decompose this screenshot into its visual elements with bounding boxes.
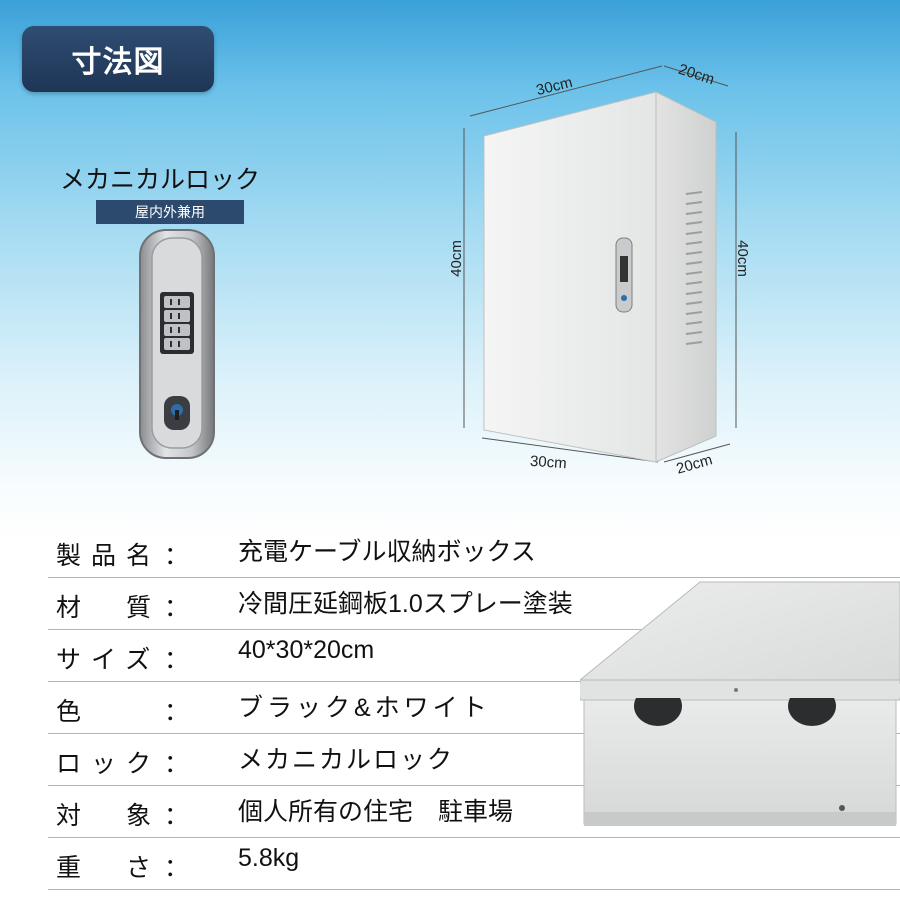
- spec-value: 充電ケーブル収納ボックス: [238, 538, 536, 566]
- spec-colon: ：: [164, 801, 190, 830]
- combination-lock-icon: [139, 229, 215, 459]
- spec-row-color: 色 ： ブラック&ホワイト: [48, 682, 900, 734]
- dim-right-height: 40cm: [733, 240, 751, 277]
- spec-label: 対 象: [56, 801, 162, 830]
- spec-row-size: サイズ ： 40*30*20cm: [48, 630, 900, 682]
- spec-row-material: 材 質 ： 冷間圧延鋼板1.0スプレー塗装: [48, 578, 900, 630]
- spec-colon: ：: [164, 697, 190, 726]
- spec-value: ブラック&ホワイト: [238, 694, 491, 722]
- spec-value: 個人所有の住宅 駐車場: [238, 798, 514, 826]
- spec-row-name: 製品名 ： 充電ケーブル収納ボックス: [48, 526, 900, 578]
- spec-colon: ：: [164, 593, 190, 622]
- spec-colon: ：: [164, 749, 190, 778]
- spec-label: 材 質: [56, 593, 162, 622]
- spec-label: サイズ: [56, 645, 161, 674]
- dim-left-height: 40cm: [447, 240, 465, 277]
- spec-value: 冷間圧延鋼板1.0スプレー塗装: [238, 590, 573, 618]
- dim-bottom-width: 30cm: [529, 452, 568, 473]
- page-title: 寸法図: [22, 26, 214, 92]
- spec-colon: ：: [164, 853, 190, 882]
- spec-value: 40*30*20cm: [238, 636, 375, 664]
- cabinet-diagram: [463, 65, 737, 463]
- spec-value: 5.8kg: [238, 844, 300, 872]
- box-base-photo: [580, 581, 900, 826]
- spec-label: 色: [56, 697, 82, 726]
- lock-subtitle: 屋内外兼用: [96, 200, 244, 224]
- spec-colon: ：: [164, 541, 190, 570]
- spec-label: 製品名: [56, 541, 162, 570]
- spec-colon: ：: [164, 645, 190, 674]
- spec-label: ロック: [56, 749, 162, 778]
- lock-title: メカニカルロック: [60, 165, 261, 194]
- spec-label: 重 さ: [56, 853, 162, 882]
- spec-value: メカニカルロック: [238, 746, 455, 774]
- spec-row-weight: 重 さ ： 5.8kg: [48, 838, 900, 890]
- spec-row-lock: ロック ： メカニカルロック: [48, 734, 900, 786]
- spec-row-target: 対 象 ： 個人所有の住宅 駐車場: [48, 786, 900, 838]
